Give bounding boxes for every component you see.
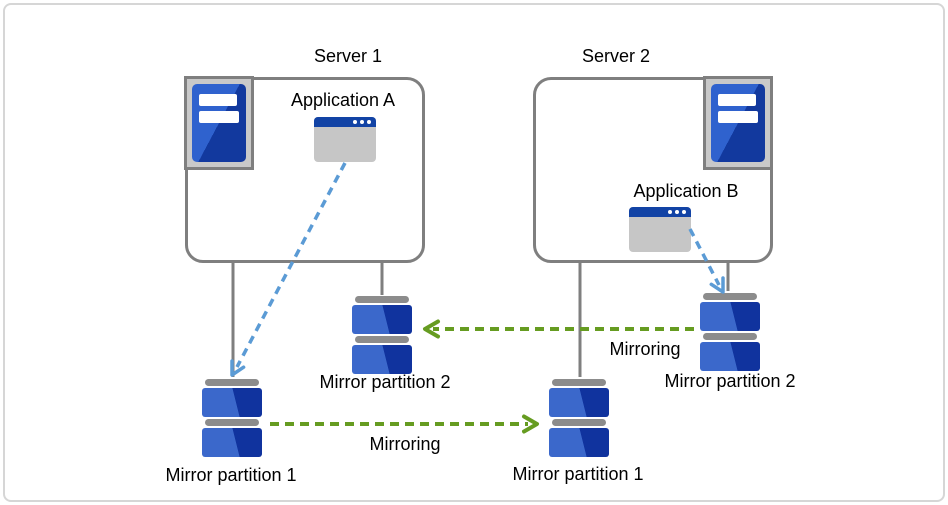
- mirroring-arrow-upper-head: [423, 319, 440, 339]
- mirror-partition-1-right-label: Mirror partition 1: [512, 464, 644, 484]
- server-2-icon: [703, 76, 773, 170]
- mirror-partition-2-middle-icon: [352, 296, 412, 374]
- canvas-border: [3, 3, 945, 502]
- mirroring-label-lower: Mirroring: [369, 434, 441, 454]
- server-tower-icon: [711, 84, 765, 162]
- server-1-title: Server 1: [313, 46, 383, 66]
- application-b-window-icon: [629, 207, 691, 252]
- server-2-title: Server 2: [581, 46, 651, 66]
- mirroring-arrow-lower-head: [522, 414, 539, 434]
- application-a-access-arrow-head: [230, 359, 246, 377]
- application-a-window-icon: [314, 117, 376, 162]
- server-tower-icon: [192, 84, 246, 162]
- mirror-partition-1-left-label: Mirror partition 1: [165, 465, 297, 485]
- mirror-partition-1-left-icon: [202, 379, 262, 457]
- mirror-partition-2-middle-label: Mirror partition 2: [319, 372, 451, 392]
- application-a-label: Application A: [290, 90, 396, 110]
- mirror-partition-2-right-icon: [700, 293, 760, 371]
- mirror-partition-1-right-icon: [549, 379, 609, 457]
- mirror-partition-2-right-label: Mirror partition 2: [664, 371, 796, 391]
- server-1-icon: [184, 76, 254, 170]
- mirroring-label-upper: Mirroring: [609, 339, 681, 359]
- application-b-access-arrow-head: [709, 276, 725, 294]
- application-b-label: Application B: [633, 181, 739, 201]
